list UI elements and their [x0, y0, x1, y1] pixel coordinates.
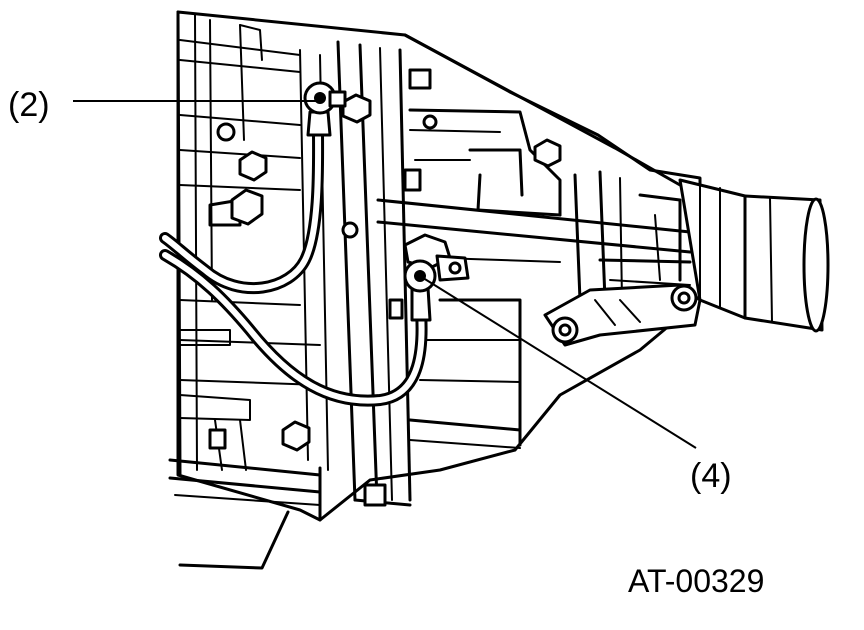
mounting-bracket	[543, 283, 702, 347]
callout-label-4: (4)	[690, 457, 732, 495]
extension-housing	[678, 178, 830, 333]
figure-id: AT-00329	[628, 563, 764, 599]
bolts	[208, 68, 562, 507]
leader-line-4	[419, 275, 697, 449]
callout-label-2: (2)	[8, 86, 50, 124]
ground-cable-lower	[159, 249, 428, 407]
ground-terminal-2	[303, 81, 347, 137]
ground-terminal-4	[403, 233, 470, 322]
ground-cable-upper	[159, 124, 325, 295]
